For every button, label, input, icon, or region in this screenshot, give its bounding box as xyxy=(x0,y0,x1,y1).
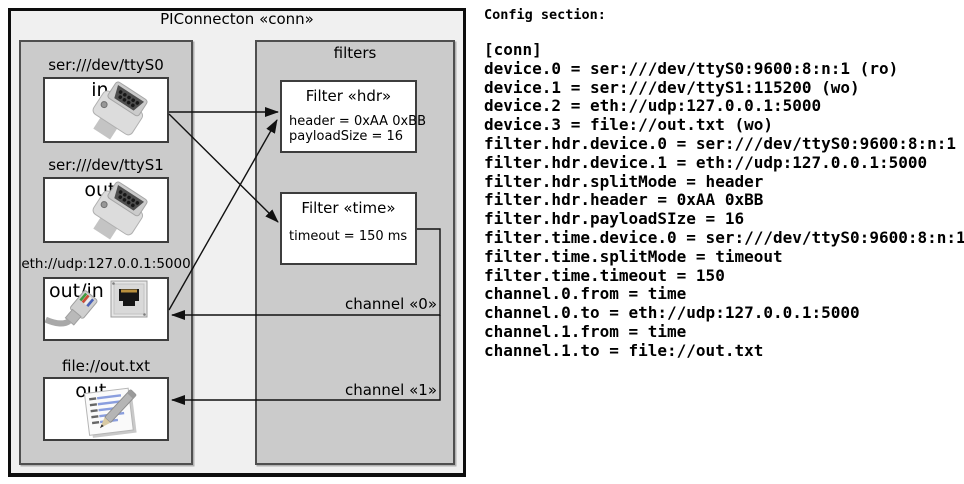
config-line: filter.time.splitMode = timeout xyxy=(484,246,783,266)
device-mode-label: out/in xyxy=(49,280,104,302)
config-line: channel.1.from = time xyxy=(484,321,687,341)
filter-box-time: Filter «time» timeout = 150 ms xyxy=(280,192,417,265)
config-line: channel.1.to = file://out.txt xyxy=(484,340,764,360)
config-line: filter.hdr.device.0 = ser:///dev/ttyS0:9… xyxy=(484,133,957,153)
channel-1-label: channel «1» xyxy=(344,381,437,399)
device-uri-label-ttys1: ser:///dev/ttyS1 xyxy=(48,156,164,174)
config-line: filter.hdr.device.1 = eth://udp:127.0.0.… xyxy=(484,152,928,172)
config-line: filter.hdr.payloadSIze = 16 xyxy=(484,209,745,229)
config-heading: Config section: xyxy=(484,7,606,23)
device-mode-label: in xyxy=(91,79,109,101)
device-uri-label-ttys0: ser:///dev/ttyS0 xyxy=(48,56,164,74)
config-lines: [conn] device.0 = ser:///dev/ttyS0:9600:… xyxy=(484,40,964,361)
config-line: filter.time.device.0 = ser:///dev/ttyS0:… xyxy=(484,227,964,247)
config-line: channel.0.to = eth://udp:127.0.0.1:5000 xyxy=(484,303,860,323)
config-line: device.1 = ser:///dev/ttyS1:115200 (wo) xyxy=(484,77,860,97)
filters-group-label: filters xyxy=(333,44,377,62)
channel-0-label: channel «0» xyxy=(344,295,437,313)
device-box-file: out xyxy=(43,377,169,441)
config-section: Config section: [conn] device.0 = ser://… xyxy=(484,7,964,361)
device-box-ttys1: out xyxy=(43,177,169,243)
filter-param: timeout = 150 ms xyxy=(289,229,408,244)
filter-title: Filter «time» xyxy=(301,199,396,217)
device-box-eth: out/in xyxy=(43,277,169,341)
config-line: channel.0.from = time xyxy=(484,284,687,304)
device-uri-label-file: file://out.txt xyxy=(62,357,150,375)
config-line: filter.hdr.header = 0xAA 0xBB xyxy=(484,190,764,210)
device-uri-label-eth: eth://udp:127.0.0.1:5000 xyxy=(21,256,191,272)
config-line: filter.time.timeout = 150 xyxy=(484,265,725,285)
filter-title: Filter «hdr» xyxy=(305,87,392,105)
filter-param: payloadSize = 16 xyxy=(289,129,404,144)
device-mode-label: out xyxy=(84,179,116,201)
config-line: device.2 = eth://udp:127.0.0.1:5000 xyxy=(484,96,822,116)
config-line: device.3 = file://out.txt (wo) xyxy=(484,115,773,135)
device-box-ttys0: in xyxy=(43,77,169,143)
filter-param: header = 0xAA 0xBB xyxy=(289,114,427,129)
config-line: filter.hdr.splitMode = header xyxy=(484,171,764,191)
device-mode-label: out xyxy=(75,380,107,402)
config-line: device.0 = ser:///dev/ttyS0:9600:8:n:1 (… xyxy=(484,58,899,78)
diagram-title: PIConnecton «conn» xyxy=(160,10,314,28)
config-line: [conn] xyxy=(484,40,542,59)
filter-box-hdr: Filter «hdr» header = 0xAA 0xBB payloadS… xyxy=(280,80,426,153)
